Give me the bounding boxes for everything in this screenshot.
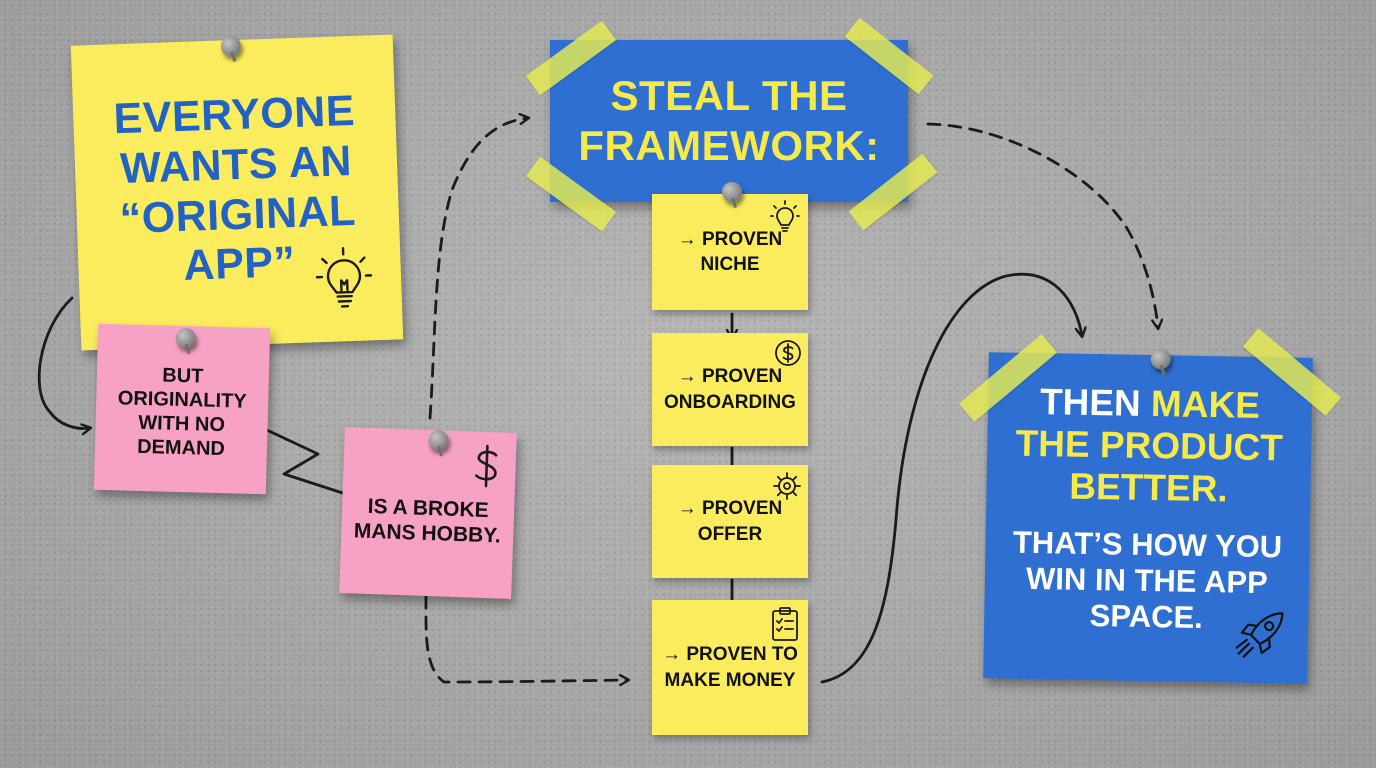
step-proven-niche: → PROVEN NICHE xyxy=(652,182,808,310)
note-but-originality-text: BUT ORIGINALITY WITH NO DEMAND xyxy=(117,364,247,461)
banner-title: STEAL THE FRAMEWORK: xyxy=(578,72,880,169)
push-pin xyxy=(220,35,242,57)
step-proven-offer: → PROVEN OFFER xyxy=(652,465,808,578)
step-text: → PROVEN NICHE xyxy=(677,228,783,275)
note-broke-mans-hobby: IS A BROKE MANS HOBBY. xyxy=(339,427,517,599)
lightbulb-icon xyxy=(314,245,374,313)
dollar-icon xyxy=(471,444,503,489)
lightbulb-icon xyxy=(770,200,800,236)
note-but-originality: BUT ORIGINALITY WITH NO DEMAND xyxy=(93,323,271,495)
final-title: THEN MAKE THE PRODUCT BETTER. xyxy=(1000,380,1298,512)
clipboard-icon xyxy=(770,606,800,642)
push-pin xyxy=(1150,349,1171,370)
note-everyone-wants-original-app: EVERYONE WANTS AN “ORIGINAL APP” xyxy=(70,34,404,351)
push-pin xyxy=(175,327,197,349)
gear-icon xyxy=(772,471,802,501)
arrow-banner-to-final xyxy=(926,122,1158,328)
note-broke-hobby-text: IS A BROKE MANS HOBBY. xyxy=(353,495,502,548)
step-proven-to-make-money: → PROVEN TO MAKE MONEY xyxy=(652,600,808,735)
push-pin xyxy=(428,429,449,451)
step-text: → PROVEN TO MAKE MONEY xyxy=(662,644,798,691)
arrow-broke-to-step4 xyxy=(424,594,628,682)
rocket-icon xyxy=(1233,607,1288,664)
note-make-the-product-better: THEN MAKE THE PRODUCT BETTER. THAT’S HOW… xyxy=(983,349,1313,684)
step-text: → PROVEN ONBOARDING xyxy=(664,366,796,413)
final-title-prefix: THEN xyxy=(1039,380,1152,424)
step-proven-onboarding: → PROVEN ONBOARDING xyxy=(652,333,808,446)
push-pin xyxy=(722,182,742,202)
dollar-icon xyxy=(774,339,802,367)
arrow-broke-to-banner xyxy=(428,118,528,420)
banner-steal-the-framework: STEAL THE FRAMEWORK: xyxy=(550,40,908,202)
step-text: → PROVEN OFFER xyxy=(677,498,783,545)
